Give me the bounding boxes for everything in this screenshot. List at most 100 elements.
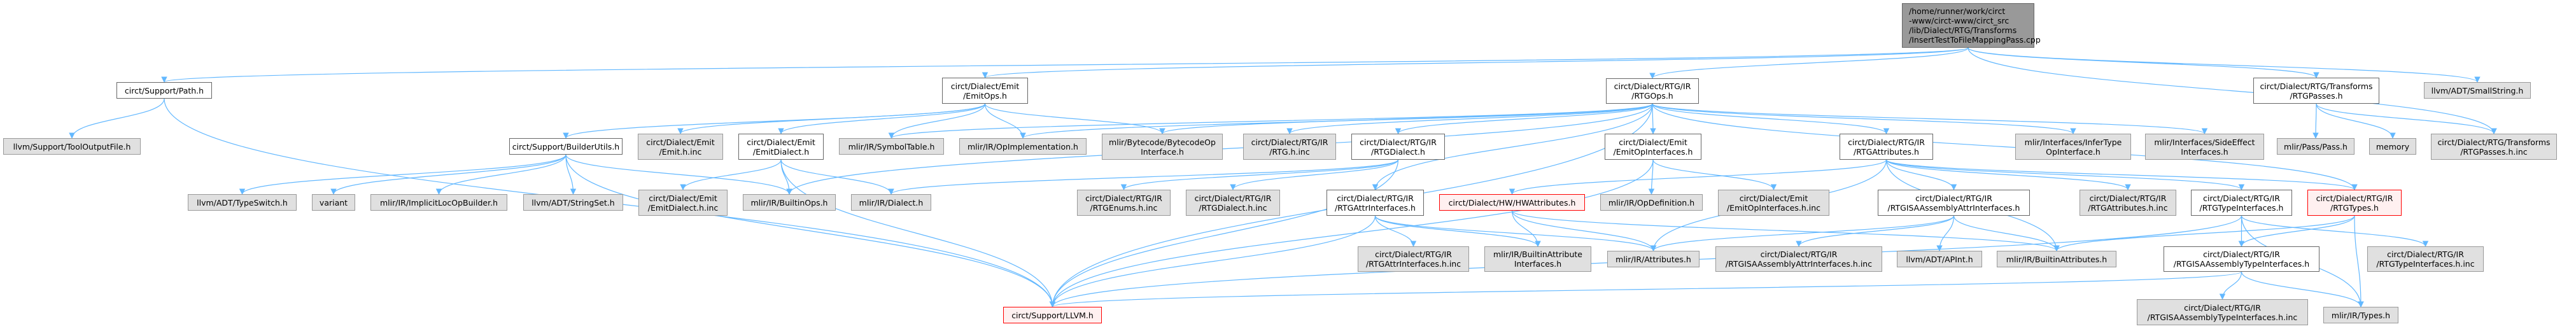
edge-emitops-to-builderutils [563,103,986,139]
edge-isaattrif-to-apint [1936,215,1955,251]
node-label: circt/Support/Path.h [124,85,204,95]
node-label: mlir/IR/Types.h [2331,310,2391,320]
node-label: circt/Dialect/RTG/IR /RTGISAAssemblyType… [2173,250,2310,269]
node-label: circt/Dialect/RTG/IR /RTGAttributes.h [1848,137,1925,157]
node-rtgattrsinc[interactable]: circt/Dialect/RTG/IR /RTGAttributes.h.in… [2080,190,2176,216]
node-sideeffect[interactable]: mlir/Interfaces/SideEffect Interfaces.h [2145,134,2264,160]
node-tooloutput[interactable]: llvm/Support/ToolOutputFile.h [3,138,141,155]
node-typeswitch[interactable]: llvm/ADT/TypeSwitch.h [188,194,297,211]
node-isatypeifinc[interactable]: circt/Dialect/RTG/IR /RTGISAAssemblyType… [2137,299,2308,325]
node-label: circt/Dialect/Emit /EmitOps.h [950,81,1020,101]
node-rtgattrs[interactable]: circt/Dialect/RTG/IR /RTGAttributes.h [1840,134,1933,160]
node-emitopif[interactable]: circt/Dialect/Emit /EmitOpInterfaces.h [1605,134,1701,160]
edge-rtgattrs-to-rtgtypeif [1885,159,2245,190]
node-label: mlir/Bytecode/BytecodeOp Interface.h [1109,137,1216,157]
node-stringset[interactable]: llvm/ADT/StringSet.h [523,194,623,211]
node-isatypeif[interactable]: circt/Dialect/RTG/IR /RTGISAAssemblyType… [2164,246,2319,272]
node-label: llvm/ADT/StringSet.h [531,197,615,208]
node-rtgtypeifinc[interactable]: circt/Dialect/RTG/IR /RTGTypeInterfaces.… [2367,246,2484,272]
node-root[interactable]: /home/runner/work/circt -www/circt-www/c… [1902,3,2041,48]
node-bytecode[interactable]: mlir/Bytecode/BytecodeOp Interface.h [1102,134,1223,160]
node-label: circt/Dialect/RTG/IR /RTGTypeInterfaces.… [2376,250,2475,269]
node-label: circt/Dialect/RTG/IR /RTGTypeInterfaces.… [2199,193,2284,213]
node-smallstring[interactable]: llvm/ADT/SmallString.h [2424,82,2531,99]
edge-rtgtypes-to-builtinattrs [2053,215,2355,251]
edge-root-to-rtgops [1649,47,1969,79]
node-passh[interactable]: mlir/Pass/Pass.h [2277,138,2354,155]
node-label: mlir/IR/BuiltinAttribute Interfaces.h [1493,250,1582,269]
node-label: circt/Dialect/RTG/IR /RTG.h.inc [1251,137,1328,157]
node-path[interactable]: circt/Support/Path.h [116,82,212,99]
node-variant[interactable]: variant [312,194,355,211]
edge-root-to-path [162,47,1969,83]
edge-rtgops-to-emitopif [1650,103,1656,134]
node-symboltable[interactable]: mlir/IR/SymbolTable.h [839,138,944,155]
node-label: circt/Dialect/Emit /EmitOpInterfaces.h [1613,137,1693,157]
edge-rtgattrif-to-attributes [1374,215,1657,251]
node-typesh[interactable]: mlir/IR/Types.h [2323,307,2398,323]
edge-root-to-rtgpasses [1967,47,2319,78]
node-label: circt/Dialect/RTG/IR /RTGAttributes.h.in… [2088,193,2168,213]
node-label: circt/Dialect/RTG/IR /RTGISAAssemblyAttr… [1887,193,2020,213]
node-dialecth[interactable]: mlir/IR/Dialect.h [851,194,931,211]
node-rtgtypeif[interactable]: circt/Dialect/RTG/IR /RTGTypeInterfaces.… [2191,190,2292,216]
node-hwattrs[interactable]: circt/Dialect/HW/HWAttributes.h [1439,194,1585,211]
edge-rtgops-to-rtgtypes [1652,103,2358,190]
node-rtgtypes[interactable]: circt/Dialect/RTG/IR /RTGTypes.h [2307,190,2402,216]
node-rtgops[interactable]: circt/Dialect/RTG/IR /RTGOps.h [1606,78,1699,104]
edge-rtgtypes-to-isatypeif [2238,215,2355,247]
node-builtinops[interactable]: mlir/IR/BuiltinOps.h [743,194,836,211]
edge-rtgattrs-to-hwattrs [1509,159,1887,195]
node-emitops[interactable]: circt/Dialect/Emit /EmitOps.h [942,78,1028,104]
node-label: mlir/Interfaces/SideEffect Interfaces.h [2154,137,2255,157]
edge-builderutils-to-stringset [565,154,577,195]
edge-emitops-to-emitdialect [778,103,986,134]
node-isaattrif[interactable]: circt/Dialect/RTG/IR /RTGISAAssemblyAttr… [1878,190,2030,216]
node-rtghinc[interactable]: circt/Dialect/RTG/IR /RTG.h.inc [1243,134,1336,160]
edge-emitopif-to-opdef [1648,159,1655,195]
node-rtgattrifinc[interactable]: circt/Dialect/RTG/IR /RTGAttrInterfaces.… [1358,246,1469,272]
node-label: circt/Dialect/RTG/IR /RTGOps.h [1614,81,1691,101]
edge-rtgattrif-to-builtinattrif [1374,215,1541,247]
node-label: circt/Dialect/RTG/Transforms /RTGPasses.… [2260,81,2373,101]
node-label: circt/Dialect/HW/HWAttributes.h [1448,197,1576,208]
node-llvmh[interactable]: circt/Support/LLVM.h [1003,307,1102,323]
node-label: circt/Dialect/RTG/IR /RTGDialect.h.inc [1194,193,1272,213]
edge-rtgdialect-to-rtgdialectinc [1230,159,1399,190]
node-isaattrifinc[interactable]: circt/Dialect/RTG/IR /RTGISAAssemblyAttr… [1715,246,1882,272]
edge-rtgdialect-to-llvmh [1049,159,1399,307]
node-rtgenumsinc[interactable]: circt/Dialect/RTG/IR /RTGEnums.h.inc [1077,190,1171,216]
node-builtinattrs[interactable]: mlir/IR/BuiltinAttributes.h [1997,251,2116,267]
node-emitdialect[interactable]: circt/Dialect/Emit /EmitDialect.h [738,134,824,160]
edge-rtgtypeif-to-rtgtypeifinc [2241,215,2429,247]
node-attributes[interactable]: mlir/IR/Attributes.h [1607,251,1700,267]
node-opimpl[interactable]: mlir/IR/OpImplementation.h [959,138,1087,155]
node-infertype[interactable]: mlir/Interfaces/InferType OpInterface.h [2015,134,2131,160]
node-label: circt/Dialect/RTG/IR /RTGAttrInterfaces.… [1365,250,1461,269]
node-emitdialectinc[interactable]: circt/Dialect/Emit /EmitDialect.h.inc [638,190,728,216]
node-rtgpassesinc[interactable]: circt/Dialect/RTG/Transforms /RTGPasses.… [2431,134,2557,160]
node-label: mlir/IR/ImplicitLocOpBuilder.h [379,197,498,208]
edge-emitdialect-to-llvmh [780,159,1056,307]
node-rtgpasses[interactable]: circt/Dialect/RTG/Transforms /RTGPasses.… [2253,78,2379,104]
node-emithinc[interactable]: circt/Dialect/Emit /Emit.h.inc [638,134,723,160]
node-builtinattrif[interactable]: mlir/IR/BuiltinAttribute Interfaces.h [1484,246,1591,272]
edge-rtgattrif-to-rtgattrifinc [1374,215,1417,247]
node-rtgdialectinc[interactable]: circt/Dialect/RTG/IR /RTGDialect.h.inc [1186,190,1280,216]
node-label: circt/Dialect/Emit /Emit.h.inc [646,137,715,157]
node-emitopifinc[interactable]: circt/Dialect/Emit /EmitOpInterfaces.h.i… [1718,190,1829,216]
edge-path-to-tooloutput [69,98,165,139]
edge-hwattrs-to-builtinattrif [1511,210,1541,247]
node-memory[interactable]: memory [2369,138,2416,155]
node-label: llvm/ADT/SmallString.h [2431,85,2524,95]
node-apint[interactable]: llvm/ADT/APInt.h [1897,251,1982,267]
node-rtgattrif[interactable]: circt/Dialect/RTG/IR /RTGAttrInterfaces.… [1327,190,1424,216]
node-builderutils[interactable]: circt/Support/BuilderUtils.h [509,138,623,155]
edge-isatypeif-to-typesh [2241,271,2364,307]
node-opdef[interactable]: mlir/IR/OpDefinition.h [1600,194,1703,211]
node-implicitloc[interactable]: mlir/IR/ImplicitLocOpBuilder.h [370,194,507,211]
node-label: circt/Dialect/RTG/IR /RTGAttrInterfaces.… [1335,193,1416,213]
node-rtgdialect[interactable]: circt/Dialect/RTG/IR /RTGDialect.h [1351,134,1445,160]
node-label: mlir/IR/Attributes.h [1615,254,1691,264]
node-label: circt/Dialect/RTG/IR /RTGTypes.h [2316,193,2393,213]
